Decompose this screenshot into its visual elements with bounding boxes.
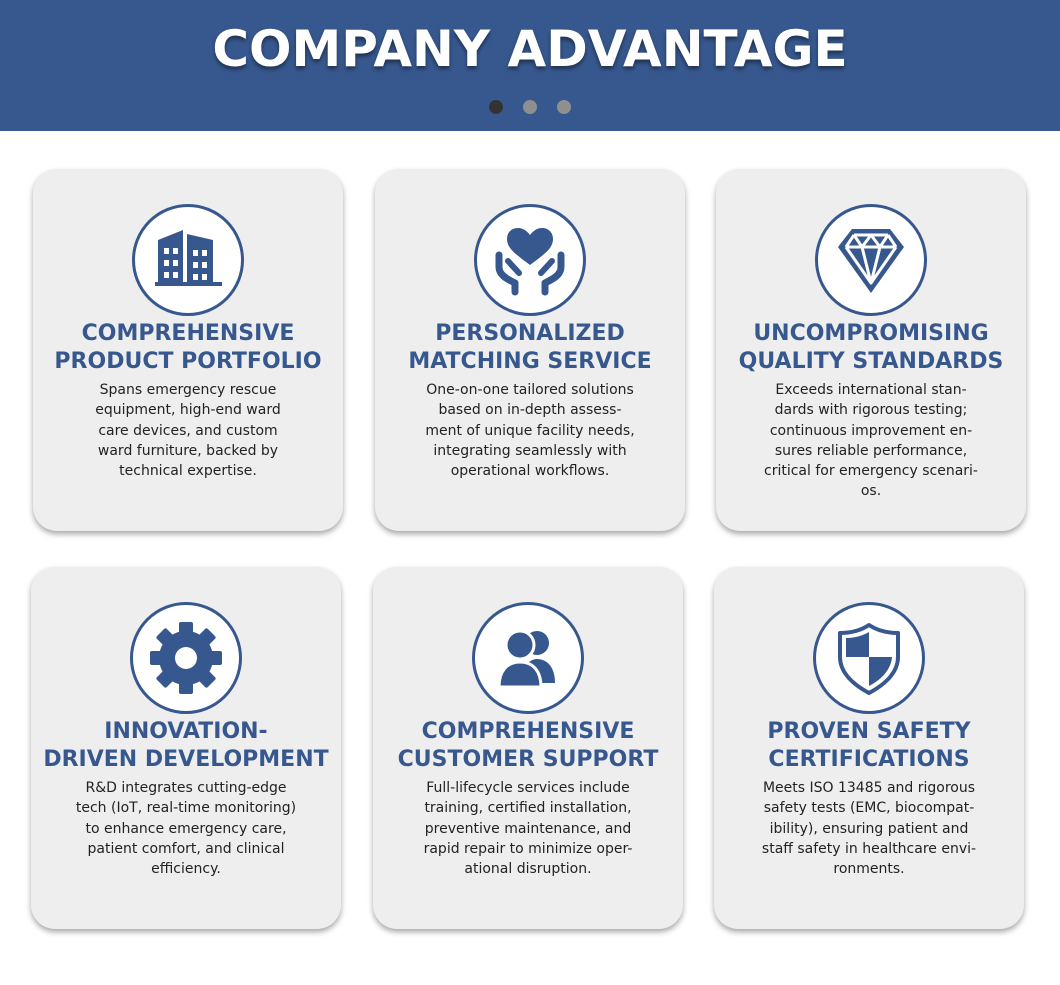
carousel-dot-2[interactable] bbox=[523, 100, 537, 114]
page-title: COMPANY ADVANTAGE bbox=[212, 20, 848, 78]
card-description: Exceeds international stan-dards with ri… bbox=[764, 382, 978, 500]
shield-icon bbox=[813, 602, 925, 714]
building-icon bbox=[132, 204, 244, 316]
carousel-dot-1[interactable] bbox=[489, 100, 503, 114]
advantage-card-innovation: INNOVATION-DRIVEN DEVELOPMENT R&D integr… bbox=[31, 567, 341, 929]
header-banner: COMPANY ADVANTAGE bbox=[0, 0, 1060, 131]
users-icon bbox=[472, 602, 584, 714]
diamond-icon bbox=[815, 204, 927, 316]
carousel-dot-3[interactable] bbox=[557, 100, 571, 114]
heart-hands-icon bbox=[474, 204, 586, 316]
card-title: INNOVATION-DRIVEN DEVELOPMENT bbox=[43, 719, 329, 772]
carousel-dots bbox=[0, 100, 1060, 114]
gear-icon bbox=[130, 602, 242, 714]
